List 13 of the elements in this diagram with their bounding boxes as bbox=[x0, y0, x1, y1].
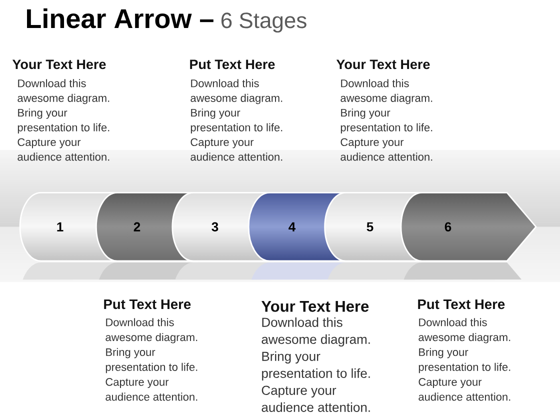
body-text: Download this awesome diagram. Bring your presentation to life. Capture your audience attention. bbox=[340, 79, 432, 161]
body-text: Download this awesome diagram. Bring your presentation to life. Capture your audience attention. bbox=[262, 317, 370, 412]
heading: Put Text Here bbox=[418, 300, 505, 310]
body-text: Download this awesome diagram. Bring your presentation to life. Capture your audience attention. bbox=[190, 79, 282, 161]
body-text: Download this awesome diagram. Bring your presentation to life. Capture your audience attention. bbox=[418, 318, 510, 401]
body-text: Download this awesome diagram. Bring your presentation to life. Capture your audience attention. bbox=[106, 318, 198, 401]
heading: Put Text Here bbox=[190, 60, 275, 70]
title: Linear Arrow – 6 Stages bbox=[27, 8, 306, 33]
heading: Put Text Here bbox=[104, 300, 191, 310]
heading: Your Text Here bbox=[336, 60, 430, 70]
body-text: Download this awesome diagram. Bring your presentation to life. Capture your audience attention. bbox=[18, 79, 110, 161]
heading: Your Text Here bbox=[261, 301, 369, 312]
heading: Your Text Here bbox=[12, 60, 106, 70]
